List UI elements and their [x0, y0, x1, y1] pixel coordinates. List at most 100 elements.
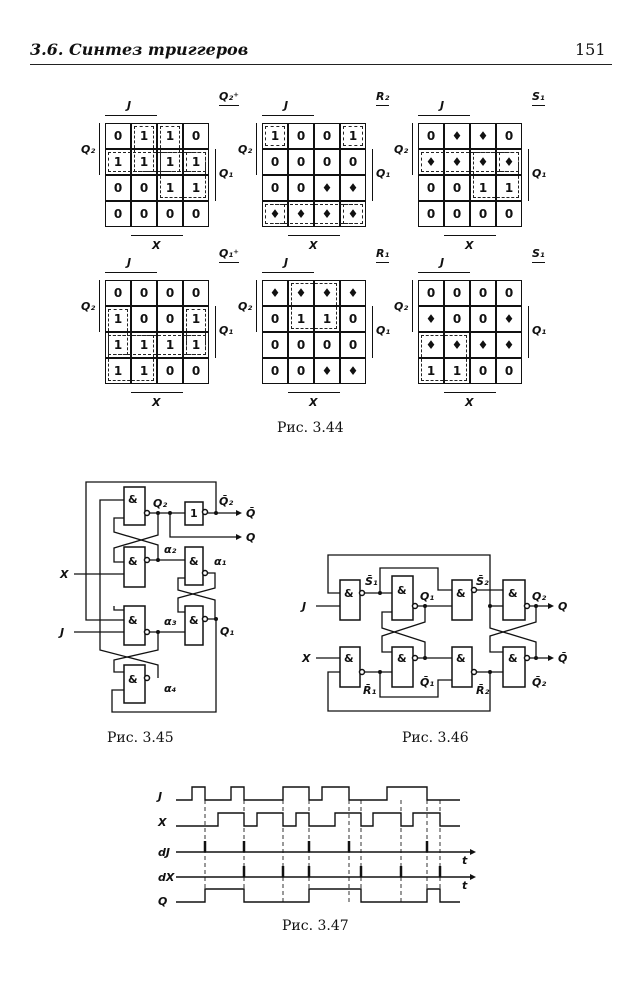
kmap-cell: 0: [157, 280, 183, 306]
kmap-top-label: J: [127, 99, 132, 112]
and-gate: [123, 546, 146, 588]
kmap-cell: 0: [262, 306, 288, 332]
kmap-cell: 0: [314, 149, 340, 175]
page-number: 151: [575, 40, 606, 59]
kmap-cell: 0: [288, 123, 314, 149]
kmap-cell: ♦: [340, 175, 366, 201]
kmap-x-bar: [444, 392, 496, 394]
kmap-cell: 0: [105, 123, 131, 149]
fig345-gate-symbols: & & 1 & & & &: [128, 493, 199, 686]
kmap-cell: 1: [131, 358, 157, 384]
kmap-cell: 1: [418, 358, 444, 384]
kmap-function-label: S₁: [532, 90, 545, 106]
kmap-j-bar: [262, 115, 314, 117]
kmap-right-label: Q₁: [532, 324, 547, 337]
kmap-cell: ♦: [418, 332, 444, 358]
kmap-cell: 0: [262, 332, 288, 358]
kmap-cell: 0: [496, 358, 522, 384]
kmap-top-label: J: [440, 256, 445, 269]
figure-caption-3-44: Рис. 3.44: [277, 420, 344, 436]
kmap-cell: 0: [470, 280, 496, 306]
kmap-cell: 0: [105, 175, 131, 201]
kmap-cell: ♦: [418, 149, 444, 175]
kmap-left-label: Q₂: [238, 300, 253, 313]
kmap-bottom-label: X: [465, 239, 474, 252]
kmap-j-bar: [262, 272, 314, 274]
and-gate: [123, 486, 146, 526]
kmap-right-label: Q₁: [376, 324, 391, 337]
kmap-j-bar: [105, 115, 157, 117]
kmap-cell: 1: [131, 149, 157, 175]
kmap-q2-bar: [99, 123, 101, 175]
kmap-q1-bar: [372, 306, 374, 358]
kmap-cell: ♦: [470, 332, 496, 358]
kmap-right-label: Q₁: [219, 324, 234, 337]
label-x-input: X: [59, 568, 69, 581]
kmap-cell: 0: [131, 175, 157, 201]
kmap-cell: 0: [288, 332, 314, 358]
kmap-cell: 1: [131, 332, 157, 358]
kmap-cell: 1: [157, 332, 183, 358]
kmap-cell: ♦: [262, 201, 288, 227]
kmap-function-label: Q₂⁺: [219, 90, 239, 106]
kmap-cell: 0: [131, 280, 157, 306]
kmap-cell: 0: [418, 280, 444, 306]
kmap-x-bar: [288, 392, 340, 394]
and-gate: [184, 546, 204, 586]
kmap-cell: ♦: [288, 201, 314, 227]
kmap-cell: 1: [496, 175, 522, 201]
label-alpha4: α₄: [164, 682, 177, 695]
kmap-bottom-label: X: [152, 239, 161, 252]
figure-caption-3-45: Рис. 3.45: [107, 730, 174, 746]
kmap-right-label: Q₁: [532, 167, 547, 180]
kmap-x-bar: [288, 235, 340, 237]
kmap-cell: ♦: [314, 358, 340, 384]
kmap-cell: 0: [131, 201, 157, 227]
svg-text:&: &: [128, 555, 138, 568]
kmap-bottom-label: X: [309, 396, 318, 409]
kmap-cell: 0: [444, 201, 470, 227]
kmap-cell: 0: [288, 358, 314, 384]
kmap-bottom-label: X: [309, 239, 318, 252]
kmap-cell: 1: [105, 149, 131, 175]
kmap-right-label: Q₁: [376, 167, 391, 180]
kmap-cell: 0: [470, 358, 496, 384]
kmap-cell: 0: [157, 201, 183, 227]
kmap-function-label: S₁: [532, 247, 545, 263]
kmap-cell: 1: [183, 175, 209, 201]
kmap-cell: 1: [105, 358, 131, 384]
kmap-cell: 0: [444, 280, 470, 306]
section-title: 3.6. Синтез триггеров: [30, 40, 249, 59]
kmap-cell: 1: [183, 149, 209, 175]
kmap-cell: ♦: [314, 175, 340, 201]
kmap-left-label: Q₂: [81, 143, 96, 156]
kmap-cell: 1: [340, 123, 366, 149]
kmap-cell: 1: [314, 306, 340, 332]
kmap-cell: ♦: [496, 149, 522, 175]
kmap-cell: 0: [183, 280, 209, 306]
kmap-cell: 0: [444, 175, 470, 201]
kmap-left-label: Q₂: [394, 143, 409, 156]
kmap-cell: ♦: [340, 201, 366, 227]
kmap-cell: 0: [418, 201, 444, 227]
kmap-j-bar: [105, 272, 157, 274]
kmap-top-label: J: [127, 256, 132, 269]
kmap-j-bar: [418, 115, 470, 117]
kmap-cell: ♦: [496, 306, 522, 332]
label-q2: Q₂: [153, 497, 167, 510]
kmap-cell: 0: [470, 306, 496, 332]
kmap-cell: 1: [105, 306, 131, 332]
label-alpha2: α₂: [164, 543, 177, 556]
kmap-q1-bar: [215, 306, 217, 358]
kmap-cell: 0: [496, 280, 522, 306]
svg-text:&: &: [189, 614, 199, 627]
kmap-cell: 0: [105, 280, 131, 306]
kmap-q2-bar: [99, 280, 101, 332]
kmap-cell: ♦: [444, 332, 470, 358]
kmap-cell: 0: [496, 123, 522, 149]
kmap-cell: 0: [288, 175, 314, 201]
svg-text:&: &: [189, 555, 199, 568]
kmap-top-label: J: [284, 256, 289, 269]
kmap-cell: 0: [314, 332, 340, 358]
kmap-left-label: Q₂: [81, 300, 96, 313]
